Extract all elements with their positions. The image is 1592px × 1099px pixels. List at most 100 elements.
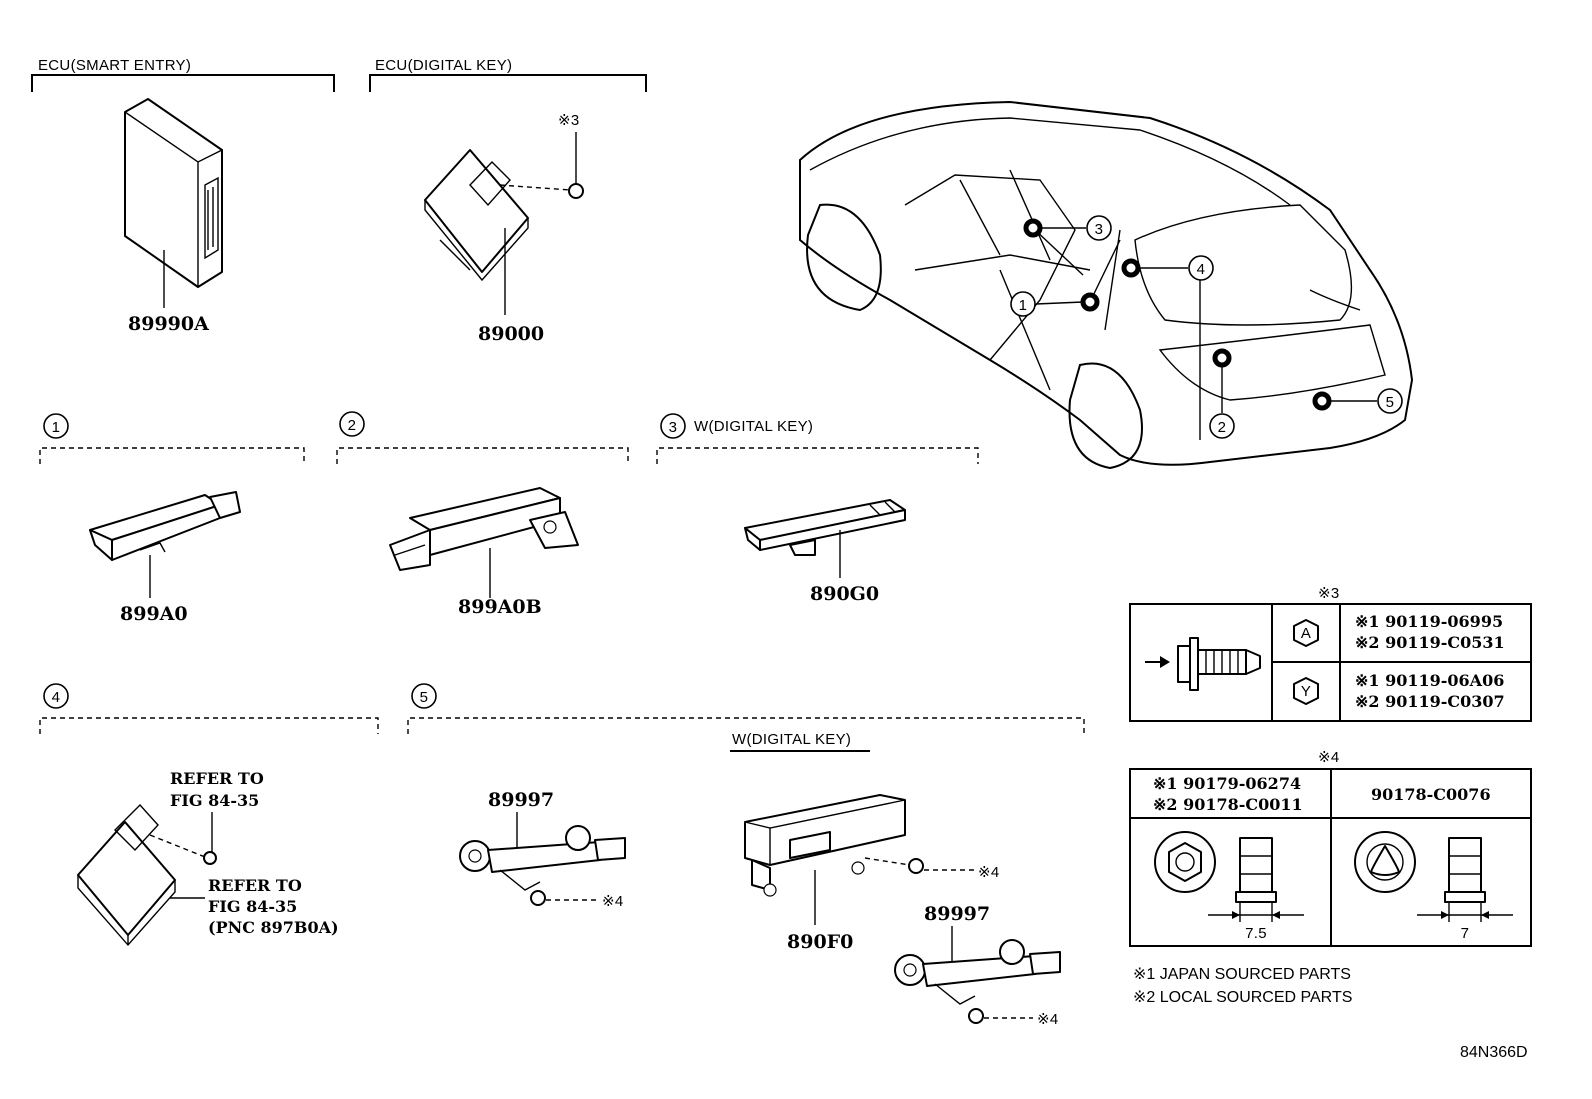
flange-nut-hex-icon: [1154, 831, 1216, 893]
section-callout-3: 3: [660, 413, 686, 439]
table-3-header: ※3: [1318, 585, 1340, 602]
part-number-89997-a: 89997: [488, 789, 554, 811]
svg-text:5: 5: [1386, 394, 1395, 411]
part-number-899A0B: 899A0B: [458, 596, 542, 618]
svg-text:1: 1: [52, 419, 61, 436]
refer-note-1a: REFER TO: [170, 769, 264, 788]
section-bracket: [31, 74, 335, 92]
section-bracket: [39, 717, 379, 734]
svg-text:3: 3: [669, 419, 678, 436]
section-bracket: [407, 717, 1085, 734]
section-bracket: [336, 447, 629, 464]
table-4-col2: 90178-C0076: [1371, 785, 1491, 804]
vehicle-illustration: [799, 100, 1414, 470]
car-callout-1: 1: [1010, 291, 1036, 317]
refer-note-2c: (PNC 897B0A): [208, 918, 339, 937]
section-title-digital-key: ECU(DIGITAL KEY): [375, 57, 512, 74]
section-bracket: [369, 74, 647, 92]
section-title-smart-entry: ECU(SMART ENTRY): [38, 57, 191, 74]
marker-2: [1212, 348, 1232, 368]
bolt-icon: [568, 183, 584, 199]
nut-icon: [908, 858, 924, 874]
table-4-header: ※4: [1318, 749, 1340, 766]
dimension-label-1: 7.5: [1245, 925, 1267, 942]
smart-entry-ecu-drawing: [124, 98, 223, 288]
car-callout-3: 3: [1086, 215, 1112, 241]
vehicle-callouts: 3 1 4 2 5: [1010, 215, 1403, 439]
table-3-row-y-line2: ※2 90119-C0307: [1355, 692, 1505, 711]
bolt-illustration: [1145, 637, 1261, 691]
nut-icon: [530, 890, 546, 906]
part-number-890G0: 890G0: [810, 583, 879, 605]
ecu-4-drawing: [77, 803, 176, 947]
car-callout-2: 2: [1209, 413, 1235, 439]
svg-text:4: 4: [52, 689, 61, 706]
section-1: 1 899A0: [39, 413, 305, 625]
part-number-89000: 89000: [478, 323, 544, 345]
part-number-89997-b: 89997: [924, 903, 990, 925]
marker-4: [1121, 258, 1141, 278]
dimension-7: 7: [1417, 902, 1513, 942]
section-callout-4: 4: [43, 683, 69, 709]
svg-text:Y: Y: [1301, 683, 1311, 700]
marker-5: [1312, 391, 1332, 411]
section-callout-5: 5: [411, 683, 437, 709]
refer-note-1b: FIG 84-35: [170, 791, 259, 810]
dimension-7-5: 7.5: [1208, 902, 1304, 942]
section-callout-2: 2: [339, 411, 365, 437]
badge-a-icon: A: [1293, 619, 1319, 647]
svg-text:4: 4: [1197, 261, 1206, 278]
table-3-row-a-line2: ※2 90119-C0531: [1355, 633, 1505, 652]
badge-y-icon: Y: [1293, 677, 1319, 705]
svg-text:A: A: [1301, 625, 1311, 642]
fastener-table-3: ※3 A Y ※1 90119-06995 ※2 90119-C0531 ※1 …: [1129, 585, 1532, 722]
bolt-icon: [203, 851, 217, 865]
vehicle-location-markers: [1023, 218, 1377, 413]
footnote-local: ※2 LOCAL SOURCED PARTS: [1133, 989, 1352, 1006]
svg-text:2: 2: [1218, 419, 1227, 436]
antenna-890g0-drawing: [744, 499, 906, 556]
section-ecu-smart-entry: ECU(SMART ENTRY) 89990A: [31, 57, 335, 335]
section-5-subtitle: W(DIGITAL KEY): [732, 731, 851, 748]
digital-key-ecu-drawing: [424, 149, 529, 282]
footnote-japan: ※1 JAPAN SOURCED PARTS: [1133, 966, 1351, 983]
svg-text:2: 2: [348, 417, 357, 434]
antenna-899a0-drawing: [89, 491, 241, 561]
table-4-col1-line1: ※1 90179-06274: [1153, 774, 1301, 793]
part-number-890F0: 890F0: [787, 931, 853, 953]
nut-note-b: ※4: [978, 864, 1000, 881]
table-4-col1-line2: ※2 90178-C0011: [1153, 795, 1303, 814]
flange-nut-side-icon: [1235, 837, 1277, 903]
fastener-note: ※3: [558, 112, 580, 129]
car-callout-5: 5: [1377, 388, 1403, 414]
car-callout-4: 4: [1188, 255, 1214, 281]
section-callout-1: 1: [43, 413, 69, 439]
nut-icon: [968, 1008, 984, 1024]
section-bracket: [656, 447, 979, 464]
section-title-3: W(DIGITAL KEY): [694, 418, 813, 435]
nut-note-a: ※4: [602, 893, 624, 910]
nut-note-c: ※4: [1037, 1011, 1059, 1028]
antenna-89997-a-drawing: [459, 825, 626, 891]
svg-text:5: 5: [420, 689, 429, 706]
nut-table-4: ※4 ※1 90179-06274 ※2 90178-C0011 90178-C…: [1129, 749, 1532, 947]
section-4: 4 REFER TO FIG 84-35 REFER TO FIG 84-35 …: [39, 683, 379, 947]
svg-text:1: 1: [1019, 297, 1028, 314]
flange-nut-side-icon-2: [1444, 837, 1486, 903]
svg-text:3: 3: [1095, 221, 1104, 238]
flange-nut-tri-icon: [1354, 831, 1416, 893]
antenna-890f0-drawing: [744, 794, 906, 897]
figure-code: 84N366D: [1460, 1044, 1528, 1061]
antenna-899a0b-drawing: [389, 487, 579, 571]
refer-note-2a: REFER TO: [208, 876, 302, 895]
section-3: 3 W(DIGITAL KEY) 890G0: [656, 413, 979, 605]
section-bracket: [39, 447, 305, 464]
part-number-89990A: 89990A: [128, 313, 209, 335]
table-3-row-y-line1: ※1 90119-06A06: [1355, 671, 1504, 690]
marker-3: [1023, 218, 1043, 238]
section-ecu-digital-key: ECU(DIGITAL KEY) ※3 89000: [369, 57, 647, 345]
antenna-89997-b-drawing: [894, 939, 1061, 1005]
dimension-label-2: 7: [1461, 925, 1470, 942]
marker-1: [1080, 292, 1100, 312]
